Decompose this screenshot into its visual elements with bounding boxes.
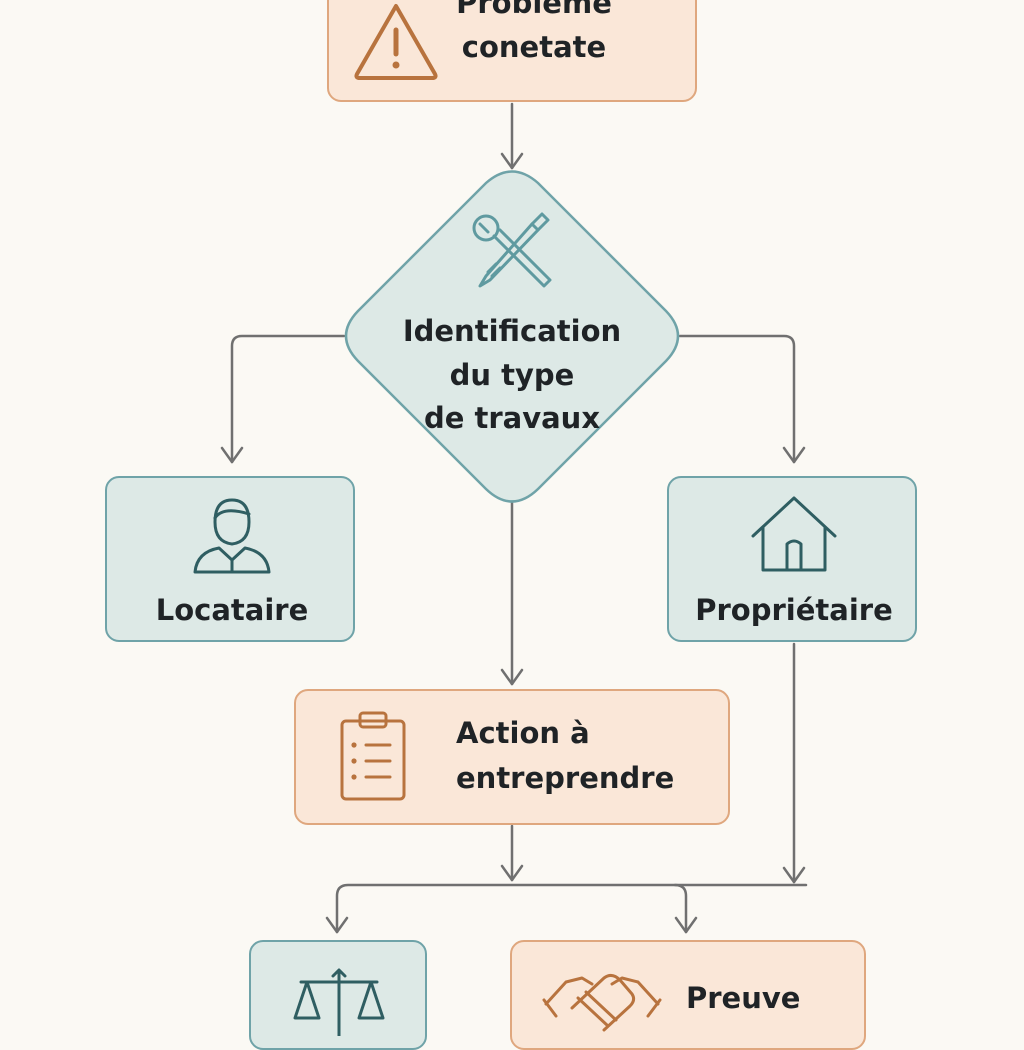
decision-label-line1: Identification: [402, 314, 622, 348]
decision-label-line2: du type: [449, 357, 575, 392]
house-icon: [751, 496, 837, 572]
warning-triangle-icon: [354, 4, 438, 80]
action-label-line2: entreprendre: [456, 760, 675, 795]
proof-label: Preuve: [686, 981, 801, 1015]
connectors: [220, 102, 808, 934]
owner-label: Propriétaire: [695, 593, 893, 627]
action-label-line1: Action à: [456, 716, 590, 750]
tenant-node: Locataire: [105, 476, 355, 642]
handshake-icon: [542, 973, 662, 1032]
action-label: Action à entreprendre: [456, 711, 674, 801]
tenant-label: Locataire: [155, 593, 309, 627]
action-node: Action à entreprendre: [294, 689, 730, 825]
scales-icon: [293, 968, 385, 1036]
wrench-screwdriver-icon: [472, 212, 552, 288]
edge-decision-owner: [678, 334, 796, 464]
decision-node: [344, 170, 680, 503]
decision-label: Identification du type de travaux: [362, 310, 662, 441]
decision-label-line3: de travaux: [423, 401, 601, 435]
owner-node: Propriétaire: [667, 476, 917, 642]
problem-label: Probleme conetate: [454, 0, 614, 69]
proof-node: Preuve: [510, 940, 866, 1050]
edge-merge-proof: [673, 883, 688, 934]
problem-node: Probleme conetate: [327, 0, 697, 102]
legal-node: [249, 940, 427, 1050]
clipboard-checklist-icon: [340, 711, 406, 801]
problem-label-line2: conetate: [461, 29, 607, 64]
edge-merge-bar: [335, 883, 808, 934]
edge-decision-tenant: [230, 334, 346, 464]
person-icon: [193, 498, 271, 574]
problem-label-line1: Probleme: [456, 0, 612, 20]
